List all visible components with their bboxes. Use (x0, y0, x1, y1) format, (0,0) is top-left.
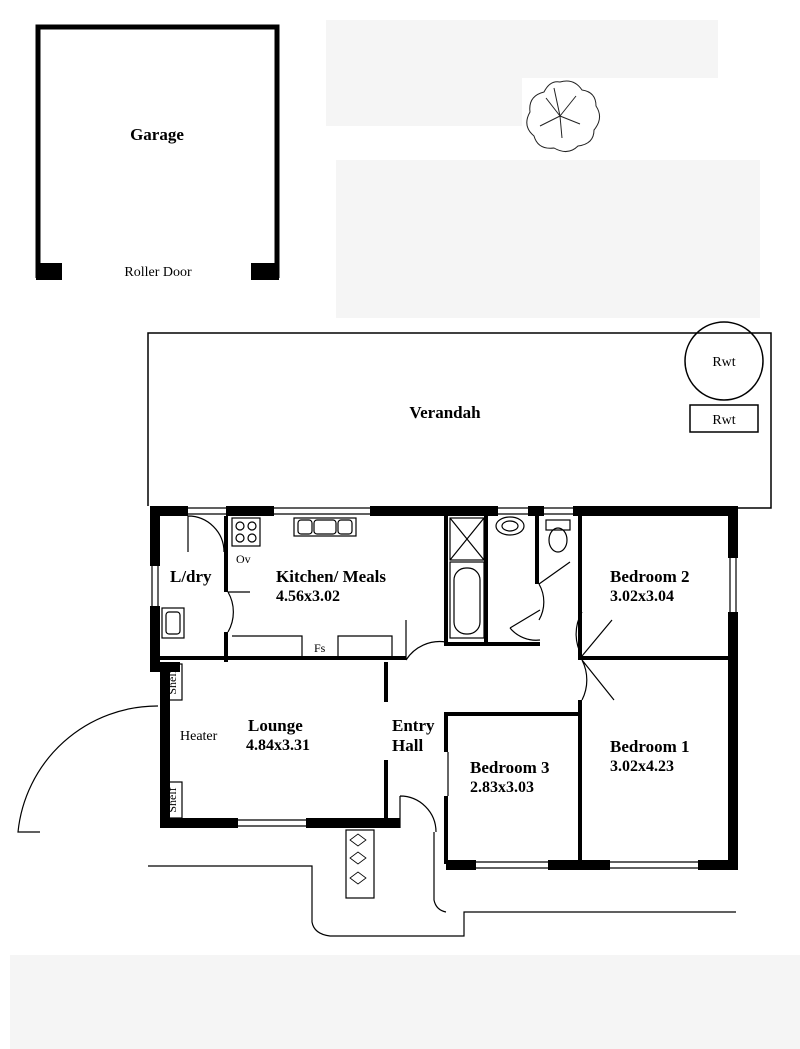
redaction-block-top (326, 20, 718, 78)
bedroom2-dims: 3.02x3.04 (610, 588, 674, 605)
door-entry (399, 795, 437, 833)
garage-pillar-right (251, 263, 279, 280)
bedroom1-name: Bedroom 1 (610, 737, 690, 756)
door-kitchen-hall (405, 620, 447, 661)
shelves (161, 663, 183, 819)
entry-hall-line2: Hall (392, 736, 423, 755)
exterior-walls (150, 506, 738, 870)
oven-label: Ov (236, 552, 251, 566)
bedroom3-dims: 2.83x3.03 (470, 779, 534, 796)
door-bathroom (538, 561, 571, 621)
kitchen-fixtures (161, 517, 393, 656)
door-laundry-external (187, 515, 225, 553)
roller-door-label: Roller Door (124, 265, 192, 280)
redaction-block-bottom (10, 955, 800, 1049)
shelf-bottom-label: Shelf (165, 787, 179, 812)
redaction-block-mid (326, 78, 522, 126)
rainwater-tank-rect (689, 404, 759, 433)
garage-pillar-left (36, 263, 62, 280)
toilet-icon (548, 527, 568, 553)
heater-label: Heater (180, 729, 218, 744)
shelf-top-label: Shelf (165, 669, 179, 694)
door-bedroom2 (575, 611, 613, 657)
door-laundry-kitchen (227, 591, 250, 633)
doors (17, 515, 615, 833)
redaction-block-right (336, 160, 760, 318)
bath-icon (449, 561, 485, 639)
garden-bed (345, 829, 375, 899)
garage: Garage Roller Door (35, 24, 280, 280)
rwt-rect-label: Rwt (712, 413, 735, 428)
verandah: Verandah Rwt Rwt (147, 321, 772, 509)
interior-walls (160, 516, 728, 864)
fridge-space-label: Fs (314, 641, 326, 655)
door-bedroom1 (581, 659, 615, 701)
door-lounge-external (17, 705, 159, 833)
bedroom1-dims: 3.02x4.23 (610, 758, 674, 775)
windows (151, 507, 737, 869)
cooktop-icon (231, 517, 261, 547)
bedroom3-name: Bedroom 3 (470, 758, 550, 777)
shower-icon (449, 517, 485, 561)
rainwater-tank-round (684, 321, 764, 401)
bedroom2-name: Bedroom 2 (610, 567, 690, 586)
lounge-name: Lounge (248, 716, 303, 735)
toilet-cistern-icon (545, 519, 571, 531)
kitchen-name: Kitchen/ Meals (276, 567, 386, 586)
entry-hall-line1: Entry (392, 716, 435, 735)
laundry-tub-icon (161, 607, 185, 639)
laundry-label: L/dry (170, 567, 212, 586)
tree-icon (526, 80, 600, 152)
sink-icon (293, 517, 357, 537)
garage-label: Garage (130, 125, 184, 144)
lounge-dims: 4.84x3.31 (246, 737, 310, 754)
verandah-label: Verandah (409, 403, 481, 422)
front-path (148, 829, 736, 937)
kitchen-dims: 4.56x3.02 (276, 588, 340, 605)
basin-icon (495, 516, 525, 536)
door-toilet (509, 609, 541, 641)
bathroom-fixtures (449, 516, 571, 639)
rwt-round-label: Rwt (712, 355, 735, 370)
